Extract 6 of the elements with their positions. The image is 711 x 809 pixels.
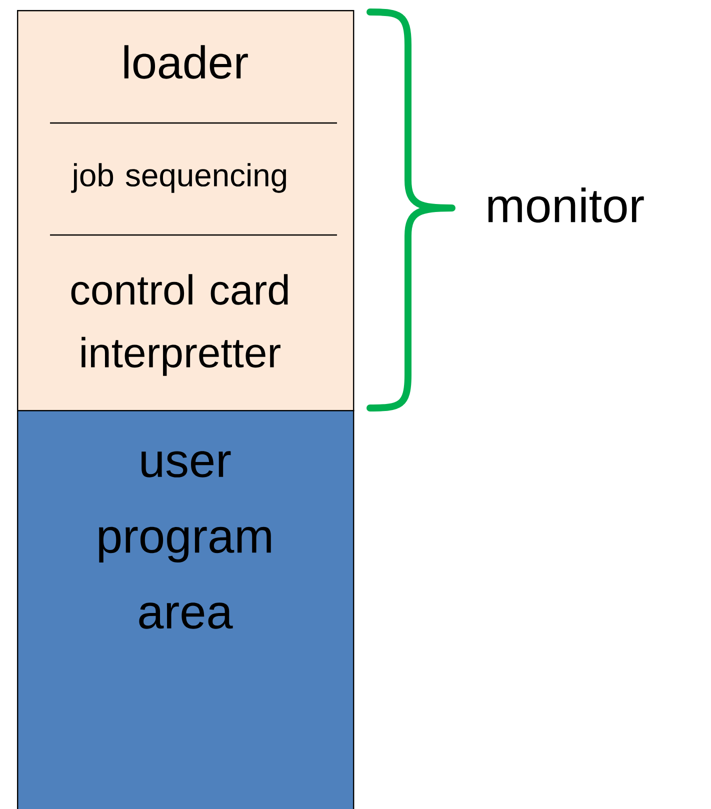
section-label: control card interpretter [71,274,288,376]
section-label: job sequencing [71,163,286,193]
section-label: loader [124,45,248,79]
memory-region: user program area [17,410,354,809]
memory-region [17,10,354,412]
brace-label: monitor [488,187,644,223]
